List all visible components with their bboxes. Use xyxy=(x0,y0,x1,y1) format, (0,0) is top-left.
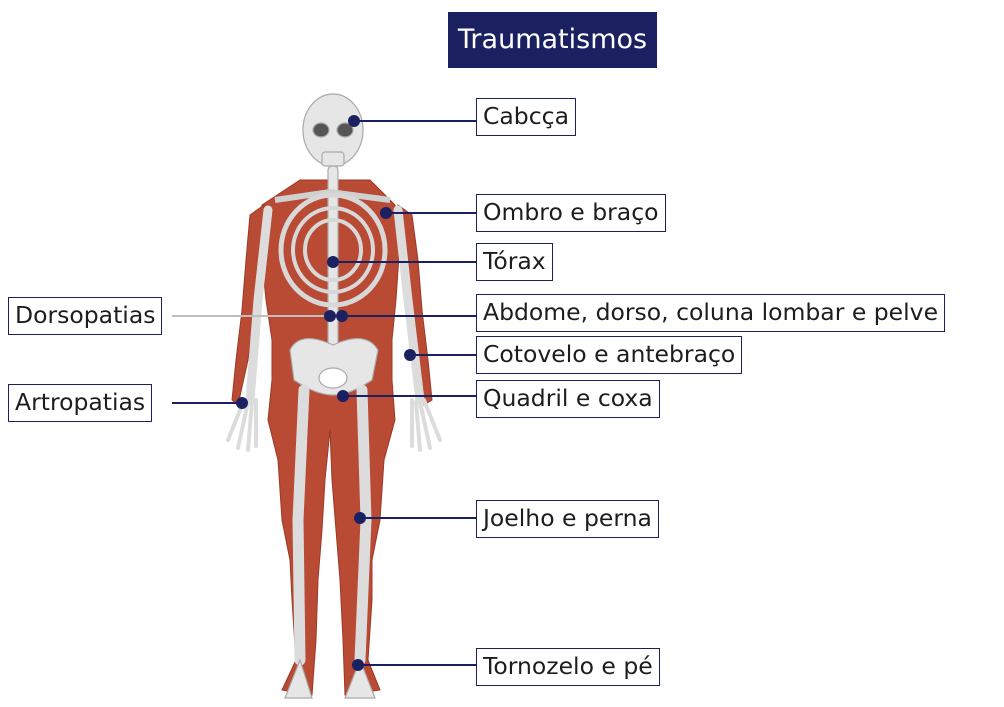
diagram-title: Traumatismos xyxy=(448,12,657,68)
label-joelho: Joelho e perna xyxy=(476,500,659,538)
label-dorsopatias: Dorsopatias xyxy=(8,297,162,335)
label-quadril: Quadril e coxa xyxy=(476,380,660,418)
label-tornozelo: Tornozelo e pé xyxy=(476,648,660,686)
label-artropatias: Artropatias xyxy=(8,384,152,422)
label-ombro-braco: Ombro e braço xyxy=(476,194,666,232)
label-cotovelo: Cotovelo e antebraço xyxy=(476,336,742,374)
label-torax: Tórax xyxy=(476,243,553,281)
label-abdome: Abdome, dorso, coluna lombar e pelve xyxy=(476,294,945,332)
label-cabeca: Cabcça xyxy=(476,98,576,136)
